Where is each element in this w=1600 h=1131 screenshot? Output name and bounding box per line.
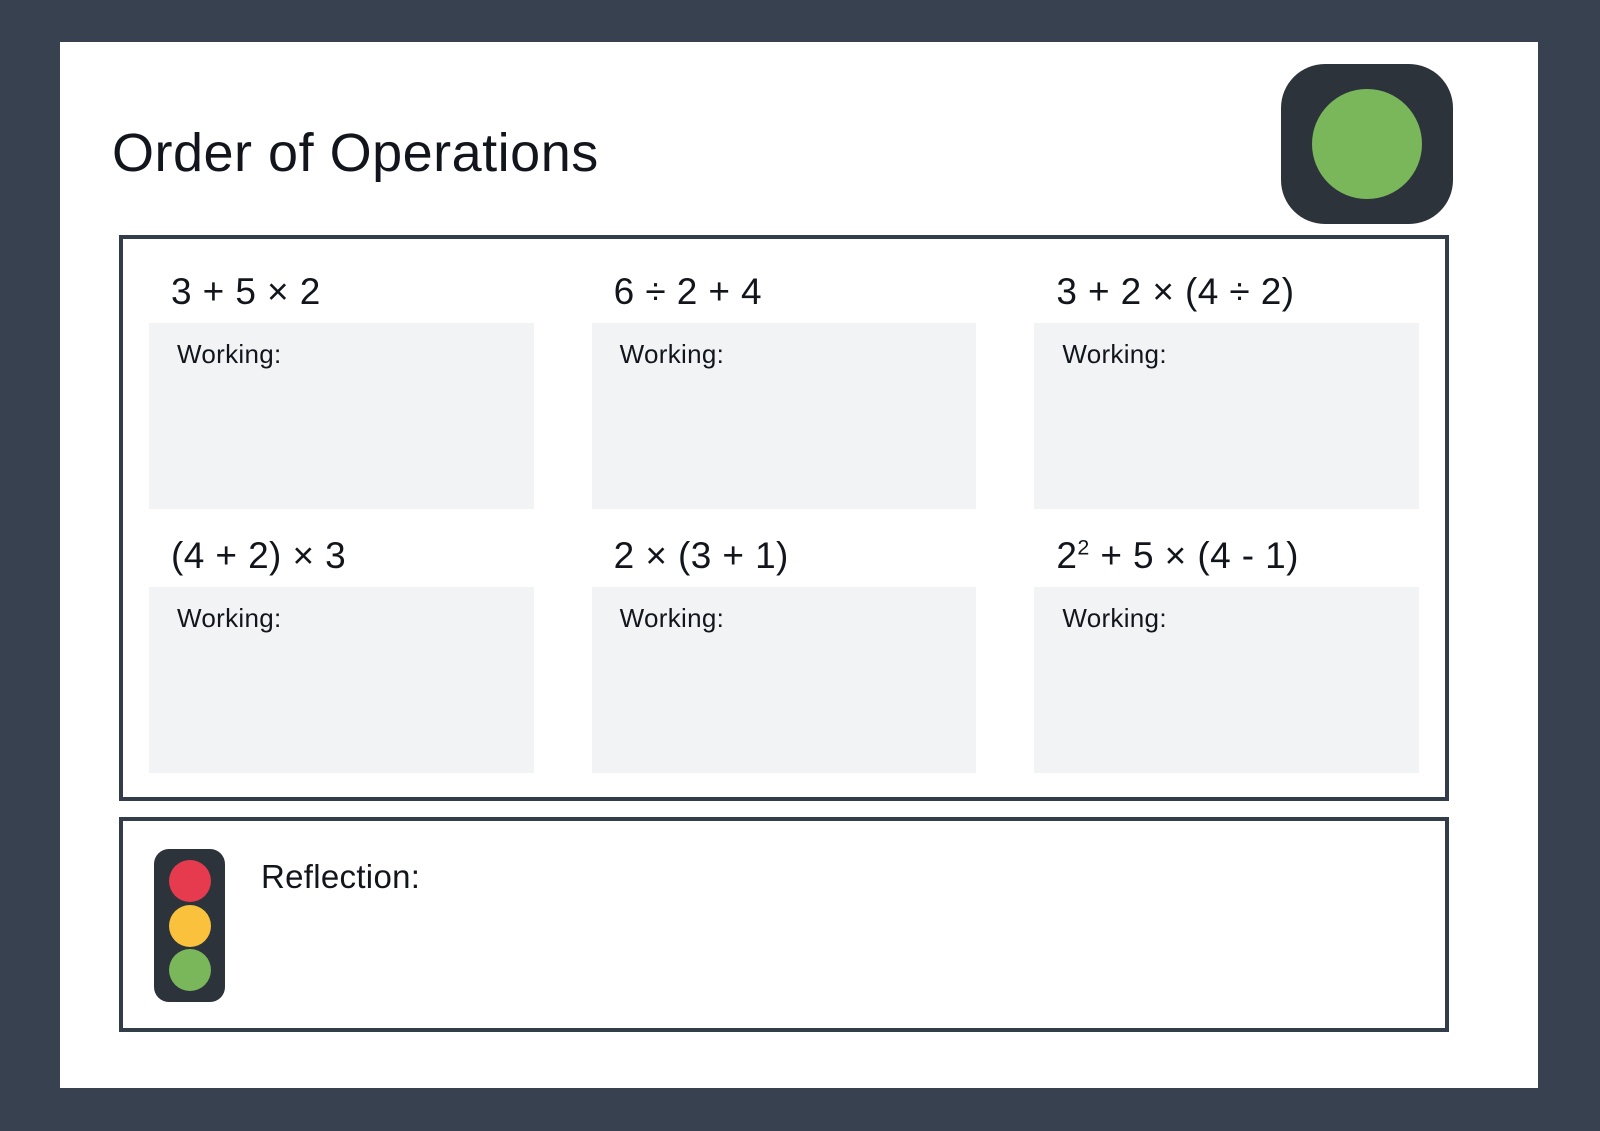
worksheet-header: Order of Operations [60, 42, 1538, 237]
problem-item: 6 ÷ 2 + 4 Working: [591, 261, 977, 509]
working-panel[interactable]: Working: [591, 587, 977, 773]
problem-expression: 6 ÷ 2 + 4 [613, 271, 763, 312]
problem-expression: 3 + 2 × (4 ÷ 2) [1056, 271, 1295, 312]
working-panel[interactable]: Working: [591, 323, 977, 509]
problem-item: (4 + 2) × 3 Working: [149, 525, 534, 773]
status-badge [1281, 64, 1453, 224]
traffic-light-red-lamp-icon[interactable] [168, 860, 211, 903]
traffic-light-green-lamp-icon[interactable] [168, 948, 211, 991]
working-label: Working: [177, 339, 282, 369]
expression-exponent: 2 [1077, 535, 1090, 560]
expression-suffix: + 5 × (4 - 1) [1089, 535, 1299, 576]
working-panel[interactable]: Working: [149, 587, 534, 773]
problems-box: 3 + 5 × 2 Working: 6 ÷ 2 + 4 Working: 3 … [119, 235, 1449, 801]
working-panel[interactable]: Working: [149, 323, 534, 509]
working-label: Working: [619, 339, 725, 369]
reflection-box[interactable]: Reflection: [119, 817, 1449, 1032]
problem-expression: (4 + 2) × 3 [171, 535, 347, 576]
worksheet-page: Order of Operations 3 + 5 × 2 Working: 6… [60, 42, 1538, 1088]
working-label: Working: [177, 603, 282, 633]
page-title: Order of Operations [112, 123, 599, 183]
green-light-badge-icon [1312, 89, 1422, 199]
expression-base: 2 [1056, 535, 1078, 576]
working-label: Working: [1062, 603, 1167, 633]
problem-expression-power: 22 + 5 × (4 - 1) [1034, 525, 1419, 587]
problem-expression: 2 × (3 + 1) [613, 535, 789, 576]
problem-expression: 3 + 5 × 2 [171, 271, 321, 312]
problem-item: 2 × (3 + 1) Working: [591, 525, 977, 773]
traffic-light-amber-lamp-icon[interactable] [168, 904, 211, 947]
problem-item: 3 + 5 × 2 Working: [149, 261, 534, 509]
working-panel[interactable]: Working: [1034, 323, 1419, 509]
reflection-content: Reflection: [154, 849, 420, 1002]
problem-item: 22 + 5 × (4 - 1) Working: [1034, 525, 1419, 773]
traffic-light-icon[interactable] [154, 849, 225, 1002]
working-panel[interactable]: Working: [1034, 587, 1419, 773]
problem-item: 3 + 2 × (4 ÷ 2) Working: [1034, 261, 1419, 509]
problem-grid: 3 + 5 × 2 Working: 6 ÷ 2 + 4 Working: 3 … [123, 239, 1445, 797]
working-label: Working: [619, 603, 725, 633]
working-label: Working: [1062, 339, 1167, 369]
reflection-label: Reflection: [261, 858, 421, 895]
